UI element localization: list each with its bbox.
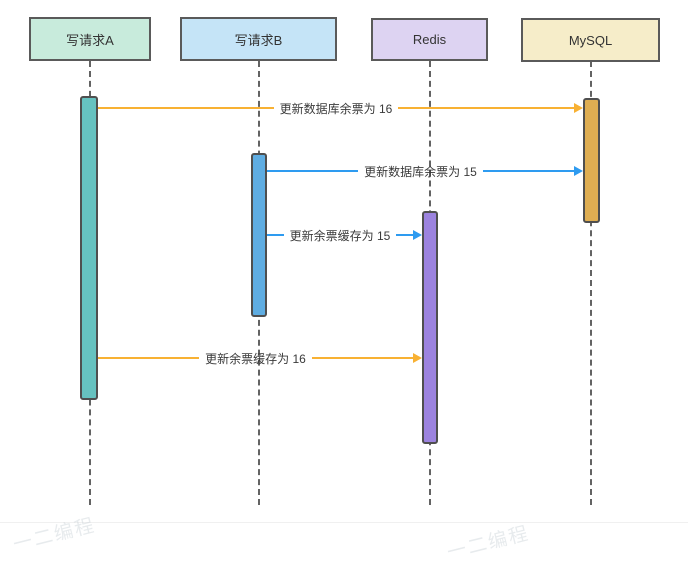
arrowhead-icon xyxy=(413,353,422,363)
page-edge-divider xyxy=(0,522,688,523)
message-line xyxy=(98,357,200,359)
lifeline-mysql xyxy=(590,61,592,505)
message-update-db-16[interactable]: 更新数据库余票为 16 xyxy=(98,97,583,119)
message-label: 更新数据库余票为 16 xyxy=(279,101,393,116)
message-update-db-15[interactable]: 更新数据库余票为 15 xyxy=(267,160,583,182)
message-line xyxy=(267,170,359,172)
watermark-text: 一二编程 xyxy=(445,523,532,564)
message-update-cache-15[interactable]: 更新余票缓存为 15 xyxy=(267,224,422,246)
actor-label: 写请求A xyxy=(66,32,114,48)
actor-label: Redis xyxy=(412,32,447,47)
message-line xyxy=(311,357,413,359)
message-label: 更新余票缓存为 16 xyxy=(205,351,306,366)
message-line xyxy=(267,234,284,236)
activation-bar-redis[interactable] xyxy=(422,211,438,444)
actor-box-mysql[interactable]: MySQL xyxy=(521,18,660,62)
actor-label: MySQL xyxy=(568,32,613,48)
message-line xyxy=(482,170,574,172)
activation-bar-write-request-b[interactable] xyxy=(251,153,267,317)
activation-bar-mysql[interactable] xyxy=(583,98,600,223)
message-line xyxy=(396,234,413,236)
sequence-diagram-canvas: 一二编程 一二编程 写请求A 写请求B Redis MySQL 更新数据库余票为… xyxy=(0,17,688,564)
activation-bar-write-request-a[interactable] xyxy=(80,96,98,400)
actor-box-write-request-b[interactable]: 写请求B xyxy=(180,17,337,61)
message-update-cache-16[interactable]: 更新余票缓存为 16 xyxy=(98,347,422,369)
actor-box-redis[interactable]: Redis xyxy=(371,18,488,61)
arrowhead-icon xyxy=(574,166,583,176)
message-label: 更新余票缓存为 15 xyxy=(289,228,391,243)
watermark-text: 一二编程 xyxy=(11,515,98,556)
arrowhead-icon xyxy=(574,103,583,113)
message-label: 更新数据库余票为 15 xyxy=(364,164,477,179)
message-line xyxy=(398,107,574,109)
actor-label: 写请求B xyxy=(234,32,283,48)
actor-box-write-request-a[interactable]: 写请求A xyxy=(29,17,151,61)
arrowhead-icon xyxy=(413,230,422,240)
message-line xyxy=(98,107,274,109)
